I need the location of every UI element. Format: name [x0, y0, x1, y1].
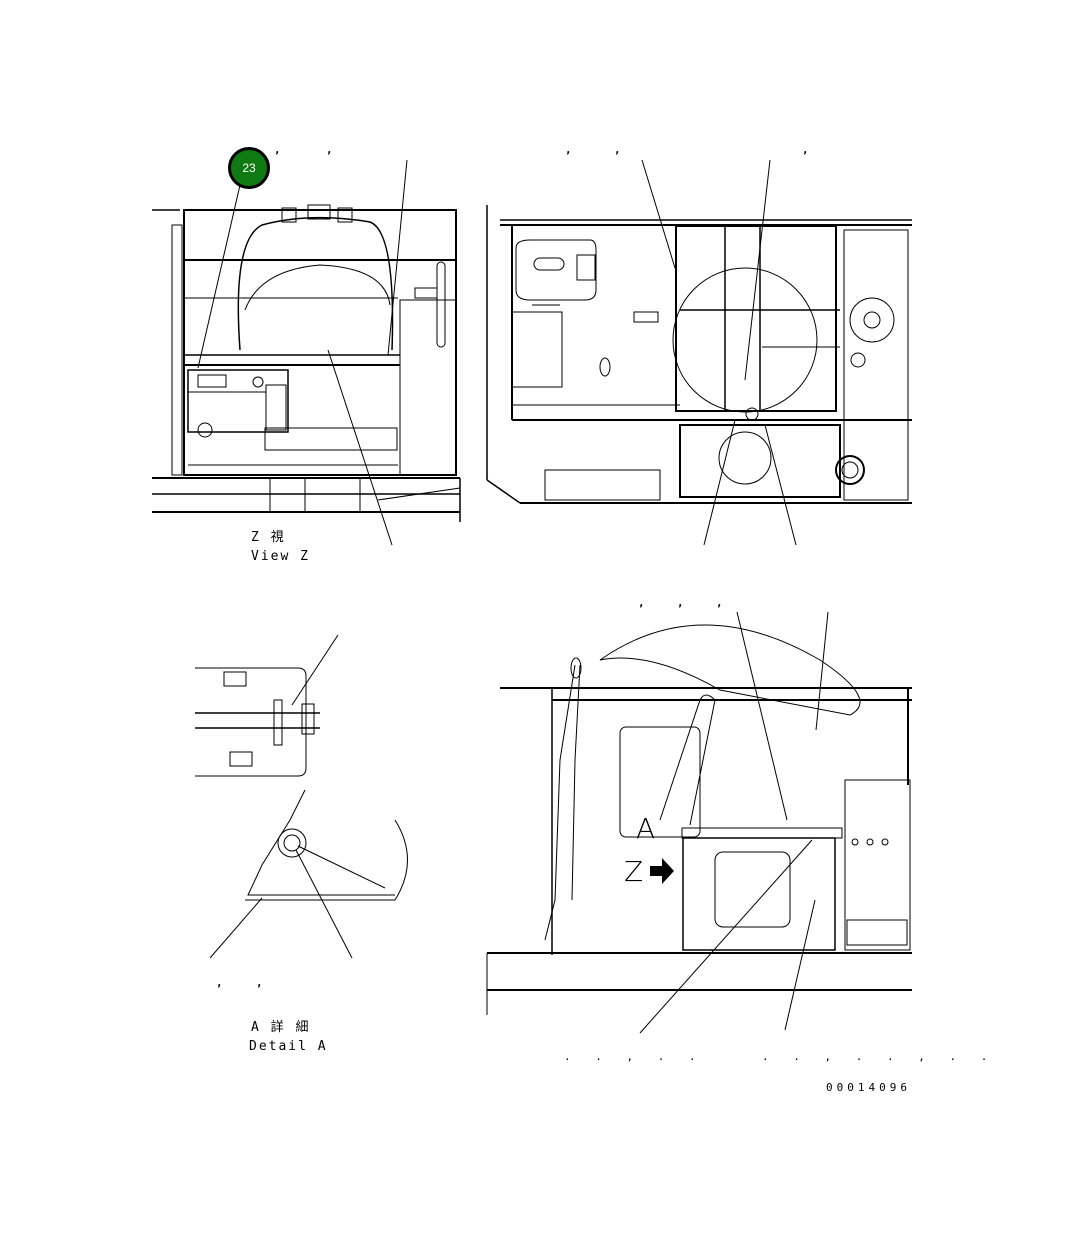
- detail-a-drawing: [195, 634, 408, 959]
- ref-separator: ,: [216, 976, 223, 989]
- callout-badge[interactable]: 23: [228, 147, 270, 189]
- document-number: 00014096: [826, 1081, 911, 1094]
- view-z-title-jp: Z 視: [251, 530, 286, 545]
- bottom-ref-right: . . , . . , . .: [762, 1050, 997, 1063]
- detail-a-title-jp: A 詳 細: [251, 1020, 311, 1035]
- ref-separator: ,: [677, 596, 684, 609]
- ref-separator: ,: [565, 143, 572, 156]
- ref-separator: ,: [326, 143, 333, 156]
- callout-badge-number: 23: [242, 161, 256, 175]
- view-z-drawing: [152, 159, 461, 546]
- ref-separator: ,: [802, 143, 809, 156]
- detail-a-title-en: Detail A: [249, 1039, 328, 1054]
- ref-separator: ,: [638, 596, 645, 609]
- ref-separator: ,: [274, 143, 281, 156]
- ref-separator: ,: [716, 596, 723, 609]
- top-view-drawing: [486, 159, 912, 546]
- ref-separator: ,: [614, 143, 621, 156]
- view-z-title-en: View Z: [251, 549, 310, 564]
- bottom-ref-left: . . , . .: [564, 1050, 705, 1063]
- side-view-drawing: [486, 611, 912, 1034]
- view-z-marker[interactable]: Z: [624, 855, 644, 888]
- ref-separator: ,: [256, 976, 263, 989]
- detail-a-marker[interactable]: A: [636, 812, 656, 845]
